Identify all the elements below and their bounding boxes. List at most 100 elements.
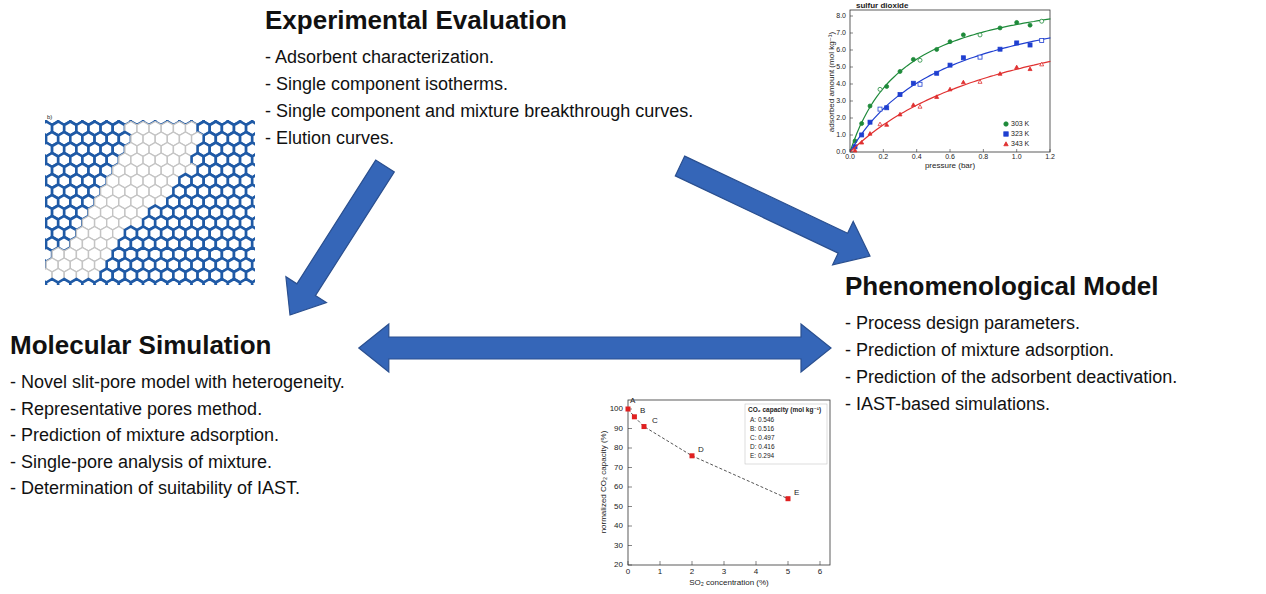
bullet-item: - Prediction of mixture adsorption. bbox=[845, 337, 1177, 364]
data-point bbox=[885, 84, 889, 88]
data-point bbox=[978, 55, 982, 59]
data-point bbox=[961, 33, 965, 37]
hex-cell bbox=[131, 279, 143, 285]
data-point bbox=[935, 71, 939, 75]
data-point bbox=[690, 453, 695, 458]
point-letter: A bbox=[630, 397, 635, 406]
tick bbox=[628, 565, 632, 566]
tick bbox=[1016, 149, 1017, 152]
hex-cell bbox=[167, 279, 179, 285]
tick bbox=[850, 135, 853, 136]
chart-label: D: 0.416 bbox=[750, 443, 775, 450]
point-letter: C bbox=[652, 417, 658, 426]
chart-label: 80 bbox=[614, 444, 623, 453]
bullet-item: - Elution curves. bbox=[265, 125, 693, 152]
chart-label: 40 bbox=[614, 522, 623, 531]
chart-label: 90 bbox=[614, 424, 623, 433]
legend-marker bbox=[1004, 122, 1008, 126]
chart-label: 1.0 bbox=[836, 131, 846, 139]
chart-label: C: 0.497 bbox=[750, 434, 775, 441]
data-point bbox=[1015, 65, 1019, 69]
tick bbox=[850, 33, 853, 34]
data-point bbox=[1015, 41, 1019, 45]
legend-text: 303 K bbox=[1011, 120, 1029, 128]
tick bbox=[883, 149, 884, 152]
data-point bbox=[978, 80, 982, 84]
chart-label: 0.0 bbox=[836, 148, 846, 156]
data-point bbox=[632, 414, 637, 419]
legend-marker bbox=[1004, 142, 1008, 146]
data-point bbox=[998, 26, 1002, 30]
isotherm-frame bbox=[850, 10, 1050, 152]
chart-label: 0.4 bbox=[912, 153, 922, 161]
data-point bbox=[978, 33, 982, 37]
chart-label: 3 bbox=[722, 568, 726, 577]
data-point bbox=[642, 424, 647, 429]
data-point bbox=[898, 69, 902, 73]
co2-frame bbox=[628, 400, 830, 565]
point-letter: D bbox=[698, 446, 704, 455]
text-block-node: Phenomenological Model- Process design p… bbox=[845, 270, 1177, 418]
tick bbox=[660, 561, 661, 565]
block-arrow bbox=[286, 160, 394, 315]
chart-label: B: 0.516 bbox=[750, 425, 774, 432]
tick bbox=[628, 561, 629, 565]
bullet-item: - Representative pores method. bbox=[10, 396, 345, 423]
hex-cell bbox=[70, 279, 82, 285]
tick bbox=[756, 561, 757, 565]
hex-cell bbox=[46, 279, 58, 285]
data-point bbox=[885, 106, 889, 110]
hex-cell bbox=[155, 279, 167, 285]
chart-label: 1.2 bbox=[1045, 153, 1055, 161]
data-point bbox=[786, 496, 791, 501]
data-point bbox=[911, 103, 915, 107]
text-block-node: Molecular Simulation- Novel slit-pore mo… bbox=[10, 329, 345, 502]
chart-label: CO₂ capacity (mol kg⁻¹) bbox=[748, 406, 821, 413]
data-point bbox=[1040, 19, 1044, 23]
block-arrow bbox=[675, 156, 870, 265]
chart-label: 0.8 bbox=[978, 153, 988, 161]
data-point bbox=[885, 123, 889, 127]
hex-cell bbox=[143, 279, 155, 285]
chart-label: 60 bbox=[614, 483, 623, 492]
chart-label: 0.0 bbox=[845, 153, 855, 161]
tick bbox=[983, 149, 984, 152]
tick bbox=[628, 487, 632, 488]
bullet-item: - Process design parameters. bbox=[845, 310, 1177, 337]
data-point bbox=[961, 80, 965, 84]
data-point bbox=[860, 122, 864, 126]
tick bbox=[724, 561, 725, 565]
text-block-node: Experimental Evaluation- Adsorbent chara… bbox=[265, 4, 693, 152]
chart-label: sulfur dioxide bbox=[856, 2, 908, 11]
hex-cell bbox=[119, 279, 131, 285]
chart-label: 1 bbox=[658, 568, 662, 577]
data-point bbox=[1028, 23, 1032, 27]
data-point bbox=[1040, 62, 1044, 66]
data-point bbox=[918, 82, 922, 86]
tick bbox=[850, 152, 853, 153]
bullet-item: - Prediction of the adsorbent deactivati… bbox=[845, 364, 1177, 391]
data-point bbox=[1015, 20, 1019, 24]
legend-text: 343 K bbox=[1011, 140, 1029, 148]
bullet-item: - IAST-based simulations. bbox=[845, 391, 1177, 418]
chart-label: 0 bbox=[626, 568, 630, 577]
data-point bbox=[948, 63, 952, 67]
isotherm-chart-ground bbox=[800, 0, 1082, 186]
tick bbox=[850, 67, 853, 68]
hex-cell bbox=[58, 279, 70, 285]
tick bbox=[628, 448, 632, 449]
tick bbox=[628, 506, 632, 507]
data-point bbox=[898, 93, 902, 97]
data-point bbox=[948, 40, 952, 44]
data-point bbox=[878, 87, 882, 91]
chart-label: 4 bbox=[754, 568, 758, 577]
data-point bbox=[935, 95, 939, 99]
chart-label: 6.0 bbox=[836, 46, 846, 54]
tick bbox=[820, 561, 821, 565]
hex-cell bbox=[240, 279, 252, 285]
tick bbox=[850, 84, 853, 85]
hex-cell bbox=[107, 279, 119, 285]
data-point bbox=[918, 58, 922, 62]
bullet-item: - Single-pore analysis of mixture. bbox=[10, 449, 345, 476]
